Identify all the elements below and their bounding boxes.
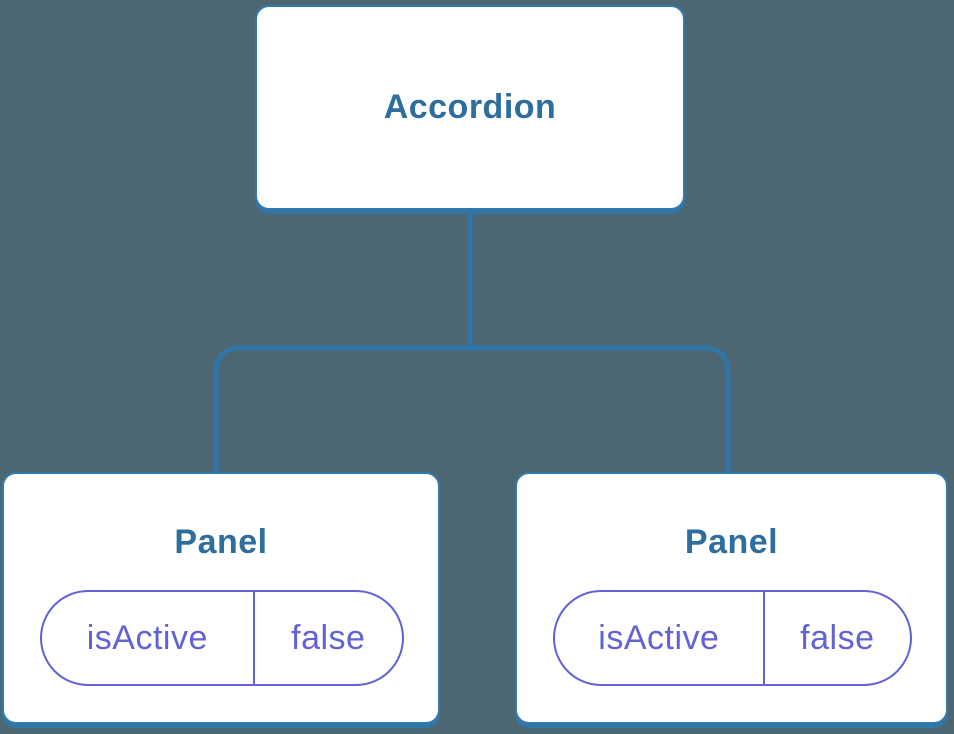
prop-name: isActive [598, 618, 720, 657]
prop-name: isActive [86, 618, 208, 657]
tree-node-panel-left: Panel isActive false [2, 472, 440, 724]
prop-badge: isActive false [553, 590, 912, 686]
node-label-accordion: Accordion [383, 88, 557, 126]
prop-value: false [762, 592, 910, 684]
prop-badge: isActive false [40, 590, 404, 686]
connector-branch-bracket [213, 345, 731, 474]
node-label-panel: Panel [684, 523, 779, 561]
node-label-panel: Panel [174, 523, 268, 561]
tree-node-panel-right: Panel isActive false [515, 472, 948, 724]
prop-value: false [252, 592, 402, 684]
tree-node-accordion: Accordion [255, 5, 685, 210]
